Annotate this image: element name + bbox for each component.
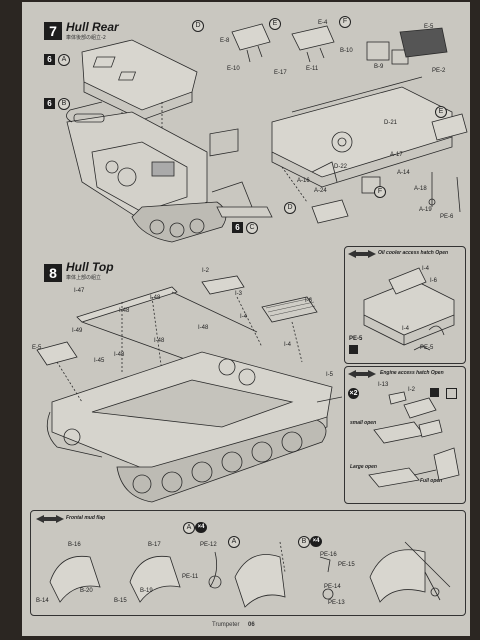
footer-page-number: 06 xyxy=(248,622,255,628)
part-i49: I-49 xyxy=(72,328,83,334)
part-a14: A-14 xyxy=(397,170,410,176)
step-8-drawing xyxy=(36,275,342,503)
part-a16: A-16 xyxy=(297,178,310,184)
mud-flap-drawing xyxy=(49,541,451,608)
part-b17: B-17 xyxy=(148,542,161,548)
part-e5b: E-5 xyxy=(32,345,42,351)
glue-icon xyxy=(349,345,358,354)
substep-6a-letter: A xyxy=(58,54,70,66)
substep-6a-number: 6 xyxy=(44,54,55,65)
part-e4: E-4 xyxy=(318,20,328,26)
part-i4d: I-4 xyxy=(402,326,410,332)
part-i2b: I-2 xyxy=(408,387,416,393)
substep-6b-number: 6 xyxy=(44,98,55,109)
callout-a: A xyxy=(228,536,240,548)
part-b20: B-20 xyxy=(80,588,93,594)
part-pe14: PE-14 xyxy=(324,584,341,590)
part-pe6: PE-6 xyxy=(440,214,454,220)
glue-icon-2 xyxy=(430,388,439,397)
part-i48a: I-48 xyxy=(150,295,161,301)
part-a19: A-19 xyxy=(419,207,432,213)
double-arrow-icon-3 xyxy=(36,515,64,523)
footer-brand: Trumpeter xyxy=(212,622,240,628)
part-e17: E-17 xyxy=(274,70,287,76)
double-arrow-icon-2 xyxy=(348,370,376,378)
part-d21: D-21 xyxy=(384,120,398,126)
part-e8: E-8 xyxy=(220,38,230,44)
part-d22: D-22 xyxy=(334,164,348,170)
part-b9: B-9 xyxy=(374,64,384,70)
part-pe5b: PE-5 xyxy=(420,345,434,351)
part-e10: E-10 xyxy=(227,66,240,72)
part-e11: E-11 xyxy=(306,66,319,72)
callout-f-right: F xyxy=(374,186,386,198)
step-8-title: Hull Top xyxy=(66,260,114,274)
part-i48e: I-48 xyxy=(114,352,125,358)
part-pe2: PE-2 xyxy=(432,68,446,74)
part-i4a: I-4 xyxy=(240,314,248,320)
part-b19: B-19 xyxy=(140,588,153,594)
oil-cooler-title: Oil cooler access hatch Open xyxy=(378,250,449,256)
step-7-subtitle: 車体後部の組立-2 xyxy=(66,35,106,41)
substep-6b-letter: B xyxy=(58,98,70,110)
part-i48b: I-48 xyxy=(119,308,130,314)
part-a24: A-24 xyxy=(314,188,327,194)
step-7-drawing xyxy=(66,23,468,243)
part-pe5: PE-5 xyxy=(349,336,363,342)
engine-access-drawing xyxy=(368,391,460,488)
part-b14: B-14 xyxy=(36,598,49,604)
frontal-mud-flap-title: Frontal mud flap xyxy=(66,515,106,521)
part-a17: A-17 xyxy=(390,152,403,158)
double-arrow-icon xyxy=(348,250,376,258)
x4-badge-b: ×4 xyxy=(310,536,322,547)
part-pe11: PE-11 xyxy=(182,574,199,580)
part-pe15: PE-15 xyxy=(338,562,355,568)
small-open-label: small open xyxy=(350,420,377,426)
large-open-label: Large open xyxy=(350,464,377,470)
callout-e-right: E xyxy=(435,106,447,118)
callout-f-top: F xyxy=(339,16,351,28)
part-i48c: I-48 xyxy=(198,325,209,331)
step-8-number: 8 xyxy=(44,264,62,282)
part-pe13: PE-13 xyxy=(328,600,345,606)
engine-access-box xyxy=(344,366,466,504)
part-i2: I-2 xyxy=(202,268,210,274)
substep-6c-number: 6 xyxy=(232,222,243,233)
substep-6c-letter: C xyxy=(246,222,258,234)
callout-d-top: D xyxy=(192,20,204,32)
part-pe12: PE-12 xyxy=(200,542,217,548)
part-i48d: I-48 xyxy=(154,338,165,344)
part-e5: E-5 xyxy=(424,24,434,30)
part-i45: I-45 xyxy=(94,358,105,364)
part-b10: B-10 xyxy=(340,48,353,54)
callout-a-x4: A xyxy=(183,522,195,534)
oil-cooler-box xyxy=(344,246,466,364)
callout-d-bottom: D xyxy=(284,202,296,214)
part-a18: A-18 xyxy=(414,186,427,192)
part-i5: I-5 xyxy=(326,372,334,378)
x2-badge: ×2 xyxy=(348,388,359,399)
part-pe16: PE-16 xyxy=(320,552,337,558)
callout-e-top: E xyxy=(269,18,281,30)
step-7-title: Hull Rear xyxy=(66,20,119,34)
step-7-number: 7 xyxy=(44,22,62,40)
engine-access-title: Engine access hatch Open xyxy=(380,370,444,376)
part-i4b: I-4 xyxy=(284,342,292,348)
part-i4c: I-4 xyxy=(422,266,430,272)
full-open-label: Full open xyxy=(420,478,443,484)
callout-b-x4: B xyxy=(298,536,310,548)
part-i13: I-13 xyxy=(378,382,389,388)
part-i3: I-3 xyxy=(235,291,243,297)
pe-icon xyxy=(446,388,457,399)
frontal-mud-flap-box xyxy=(30,510,466,616)
x4-badge-a: ×4 xyxy=(195,522,207,533)
part-b15: B-15 xyxy=(114,598,127,604)
part-i6b: I-6 xyxy=(430,278,438,284)
part-i6: I-6 xyxy=(305,298,313,304)
part-i47: I-47 xyxy=(74,288,85,294)
part-b16: B-16 xyxy=(68,542,81,548)
step-8-subtitle: 車体上部の組立 xyxy=(66,275,102,281)
oil-cooler-drawing xyxy=(363,267,455,351)
instruction-page: 7 Hull Rear 車体後部の組立-2 6 A 6 B 6 C xyxy=(22,2,470,636)
